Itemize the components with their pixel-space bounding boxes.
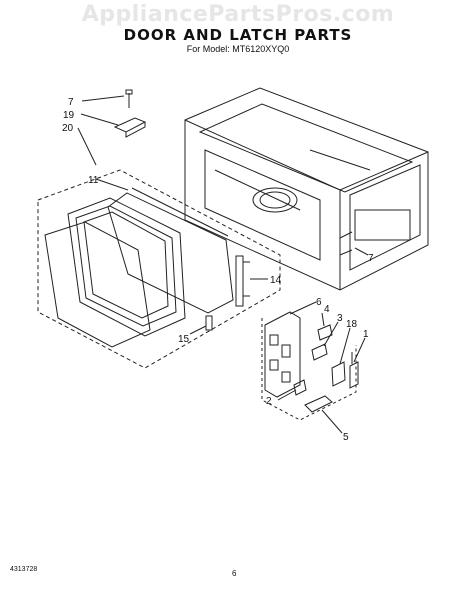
model-subtitle: For Model: MT6120XYQ0 xyxy=(186,44,290,54)
latch-housing-part-6 xyxy=(264,311,301,398)
callout-14: 14 xyxy=(270,275,282,286)
door-inner-panel xyxy=(107,192,234,314)
callout-19: 19 xyxy=(63,110,75,121)
callout-18: 18 xyxy=(346,319,358,330)
switch-part-3 xyxy=(311,343,328,361)
callout-20: 20 xyxy=(62,123,74,134)
callout-3: 3 xyxy=(337,313,343,324)
leader-lines xyxy=(77,95,369,434)
page-title: DOOR AND LATCH PARTS xyxy=(123,26,353,44)
screw-part-7-right xyxy=(339,231,353,256)
part-1 xyxy=(349,361,359,389)
part-2 xyxy=(293,379,307,396)
page-number: 6 xyxy=(232,569,237,578)
door-panel xyxy=(44,221,151,348)
callout-2: 2 xyxy=(266,396,272,407)
door-frame xyxy=(67,197,186,337)
callout-6: 6 xyxy=(316,297,322,308)
latch-part-14 xyxy=(235,255,250,307)
microwave-cavity xyxy=(184,87,429,291)
callout-11: 11 xyxy=(88,175,99,186)
part-5 xyxy=(304,395,333,413)
hinge-part-15 xyxy=(205,315,213,331)
switch-part-4 xyxy=(317,324,333,341)
bracket-part-19 xyxy=(113,117,147,138)
watermark: AppliancePartsPros.com xyxy=(81,2,395,27)
callout-1: 1 xyxy=(363,329,369,340)
callout-4: 4 xyxy=(324,304,330,315)
screw-part-7 xyxy=(125,89,133,108)
callout-5: 5 xyxy=(343,432,349,443)
callout-7-right: 7 xyxy=(368,253,374,264)
callout-15: 15 xyxy=(178,334,190,345)
callout-7-top: 7 xyxy=(68,97,74,108)
door-assembly-outline xyxy=(37,169,281,369)
document-number: 4313728 xyxy=(10,566,38,573)
part-18 xyxy=(331,361,346,387)
